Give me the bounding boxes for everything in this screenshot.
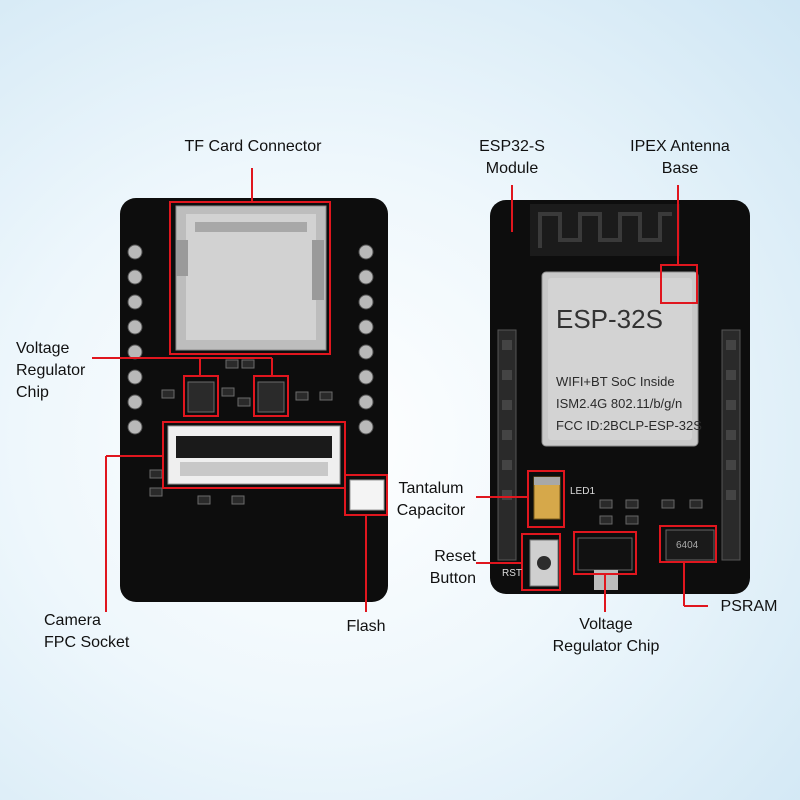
right-side-headers	[497, 329, 741, 561]
antenna-trace	[538, 212, 672, 248]
module-line-1: WIFI+BT SoC Inside	[556, 374, 675, 389]
left-callouts	[92, 168, 388, 612]
led-silk: LED1	[570, 486, 596, 497]
label-flash: Flash	[346, 618, 386, 635]
label-tantalum-capacitor: Tantalum Capacitor	[396, 480, 466, 519]
label-esp32s-module: ESP32-S Module	[479, 138, 545, 177]
right-board	[476, 185, 750, 612]
regulator-chip-body	[577, 537, 633, 571]
label-camera-fpc-socket: Camera FPC Socket	[44, 612, 130, 651]
psram-chip-body	[665, 529, 715, 561]
psram-chip-silk: 6404	[676, 540, 699, 551]
tf-card-slot	[175, 205, 327, 351]
module-title: ESP-32S	[556, 304, 663, 334]
left-smd-parts	[149, 359, 333, 505]
label-psram: PSRAM	[720, 598, 778, 615]
left-pin-column	[127, 244, 143, 435]
label-tf-card-connector: TF Card Connector	[184, 138, 322, 155]
label-ipex-antenna-base: IPEX Antenna Base	[630, 138, 730, 177]
label-voltage-regulator-right: Voltage Regulator Chip	[552, 616, 660, 655]
flash-led	[349, 479, 385, 511]
right-callouts	[476, 185, 717, 612]
antenna-area	[530, 204, 680, 256]
label-voltage-regulator-left: Voltage Regulator Chip	[16, 340, 86, 401]
left-board	[92, 168, 388, 612]
reset-button-body	[529, 539, 559, 587]
label-reset-button: Reset Button	[429, 548, 476, 587]
camera-fpc-socket	[167, 425, 341, 485]
module-line-2: ISM2.4G 802.11/b/g/n	[556, 396, 683, 411]
rst-silk: RST	[502, 568, 522, 579]
right-pin-column	[358, 244, 374, 435]
module-line-3: FCC ID:2BCLP-ESP-32S	[556, 418, 702, 433]
